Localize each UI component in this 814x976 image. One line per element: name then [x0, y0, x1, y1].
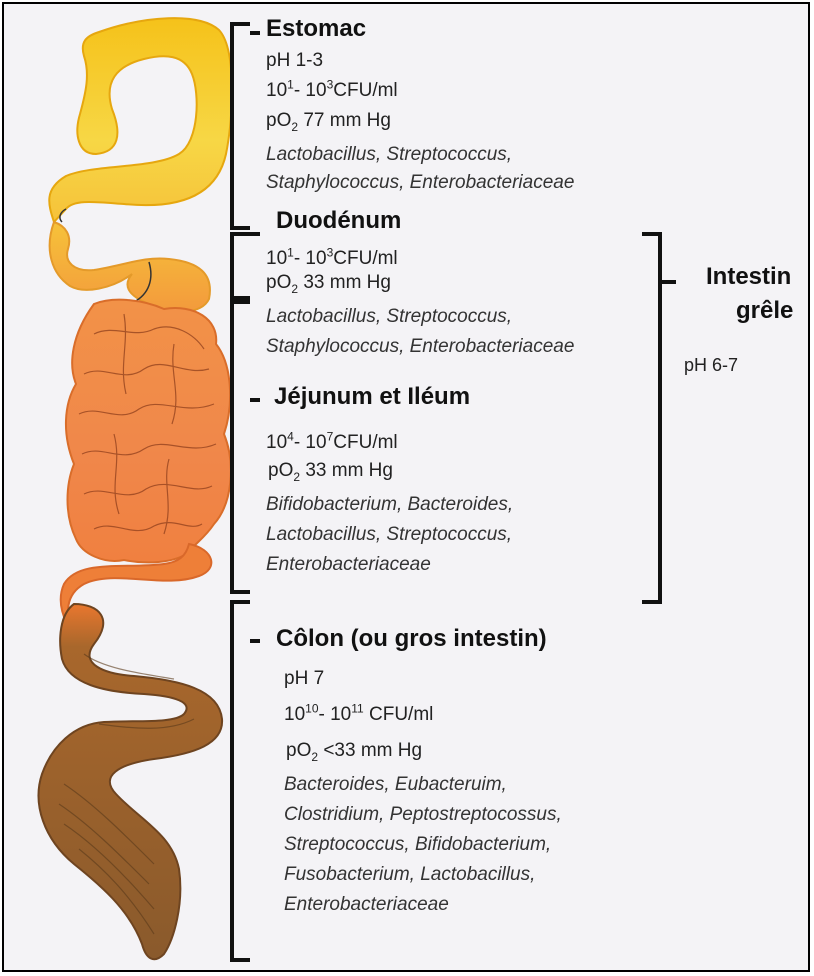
colon-bacteria-2: Clostridium, Peptostreptocossus,	[284, 804, 562, 826]
duodenum-title: Duodénum	[276, 210, 401, 232]
estomac-bacteria-2: Staphylococcus, Enterobacteriaceae	[266, 172, 574, 194]
colon-ph: pH 7	[284, 668, 324, 690]
jejunum-title: Jéjunum et Iléum	[274, 386, 470, 408]
duodenum-po2: pO2 33 mm Hg	[266, 272, 391, 294]
bracket-tick-duodenum	[250, 232, 260, 236]
estomac-title: Estomac	[266, 18, 366, 40]
bracket-tick-colon	[250, 639, 260, 643]
jejunum-bacteria-1: Bifidobacterium, Bacteroides,	[266, 494, 513, 516]
estomac-po2: pO2 77 mm Hg	[266, 110, 391, 132]
estomac-bacteria-1: Lactobacillus, Streptococcus,	[266, 144, 512, 166]
duodenum-bacteria-2: Staphylococcus, Enterobacteriaceae	[266, 336, 574, 358]
colon-title: Côlon (ou gros intestin)	[276, 628, 547, 650]
colon-shape	[39, 604, 223, 959]
jejunum-bacteria-3: Enterobacteriaceae	[266, 554, 431, 576]
bracket-tick-estomac	[250, 31, 260, 35]
bracket-tick-jejunum	[250, 398, 260, 402]
colon-bacteria-5: Enterobacteriaceae	[284, 894, 449, 916]
colon-bacteria-3: Streptococcus, Bifidobacterium,	[284, 834, 551, 856]
intestin-grele-title-1: Intestin	[706, 266, 791, 288]
jejunum-bacteria-2: Lactobacillus, Streptococcus,	[266, 524, 512, 546]
intestin-grele-ph: pH 6-7	[684, 354, 738, 376]
jejunum-po2: pO2 33 mm Hg	[268, 460, 393, 482]
bracket-jejunum	[230, 300, 250, 594]
bracket-estomac	[230, 22, 250, 230]
estomac-ph: pH 1-3	[266, 50, 323, 72]
bracket-colon	[230, 600, 250, 962]
digestive-tract-illustration	[4, 4, 264, 972]
duodenum-shape	[50, 222, 210, 312]
stomach-shape	[49, 18, 232, 222]
bracket-tick-intestin-grele	[662, 280, 676, 284]
small-intestine-shape	[66, 300, 231, 563]
intestin-grele-title-2: grêle	[736, 300, 793, 322]
bracket-intestin-grele	[642, 232, 662, 604]
colon-bacteria-4: Fusobacterium, Lactobacillus,	[284, 864, 535, 886]
colon-cfu: 1010- 1011 CFU/ml	[284, 704, 433, 726]
colon-po2: pO2 <33 mm Hg	[286, 740, 422, 762]
jejunum-cfu: 104- 107CFU/ml	[266, 432, 398, 454]
duodenum-cfu: 101- 103CFU/ml	[266, 248, 398, 270]
colon-bacteria-1: Bacteroides, Eubacteruim,	[284, 774, 507, 796]
duodenum-bacteria-1: Lactobacillus, Streptococcus,	[266, 306, 512, 328]
estomac-cfu: 101- 103CFU/ml	[266, 80, 398, 102]
bracket-duodenum	[230, 232, 250, 300]
